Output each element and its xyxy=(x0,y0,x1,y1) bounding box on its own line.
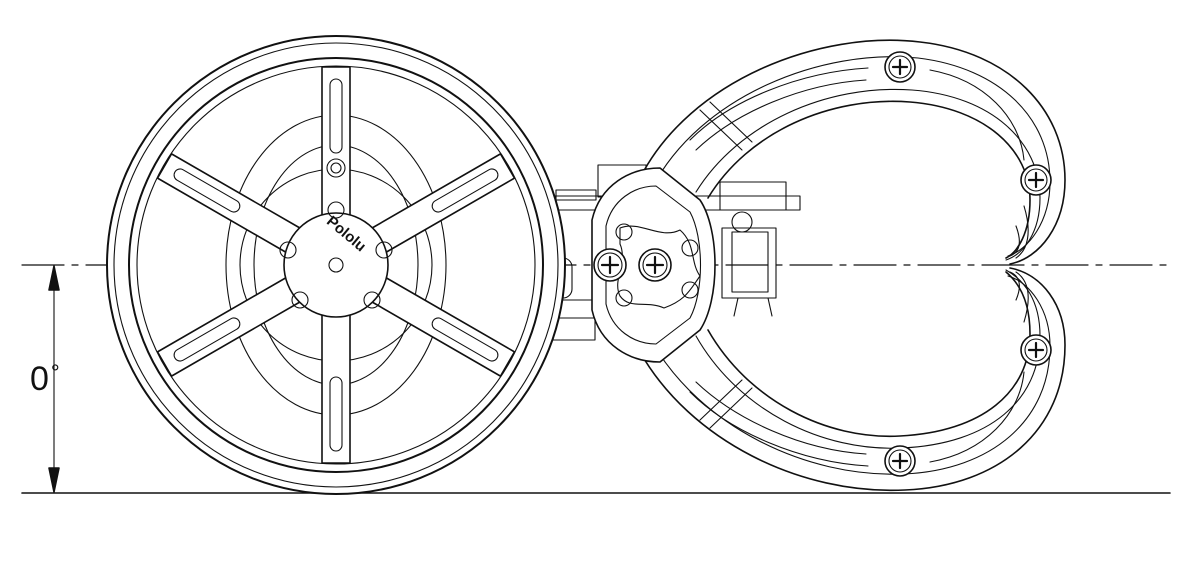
screw-top xyxy=(884,51,916,83)
screw-lower-right xyxy=(1020,334,1052,366)
spoke-slot xyxy=(329,376,343,452)
screw-bottom xyxy=(884,445,916,477)
spoke-slot xyxy=(173,168,241,213)
spoke-slot xyxy=(329,78,343,154)
angle-value: 0 xyxy=(30,360,49,398)
screw-hub-center xyxy=(638,248,672,282)
screw-hub-left xyxy=(593,248,627,282)
spoke-slot xyxy=(173,317,241,362)
angle-label: 0° xyxy=(30,360,60,399)
gripper-screws xyxy=(593,51,1052,477)
spoke-slot xyxy=(431,317,499,362)
spoke xyxy=(321,314,351,464)
angle-unit: ° xyxy=(50,360,60,385)
spoke xyxy=(321,66,351,216)
screw-upper-right xyxy=(1020,164,1052,196)
spoke-slot xyxy=(431,168,499,213)
wheel-spokes xyxy=(156,66,516,464)
wheel-hub: Pololu xyxy=(279,158,393,318)
angle-dimension-arrow xyxy=(48,265,60,493)
